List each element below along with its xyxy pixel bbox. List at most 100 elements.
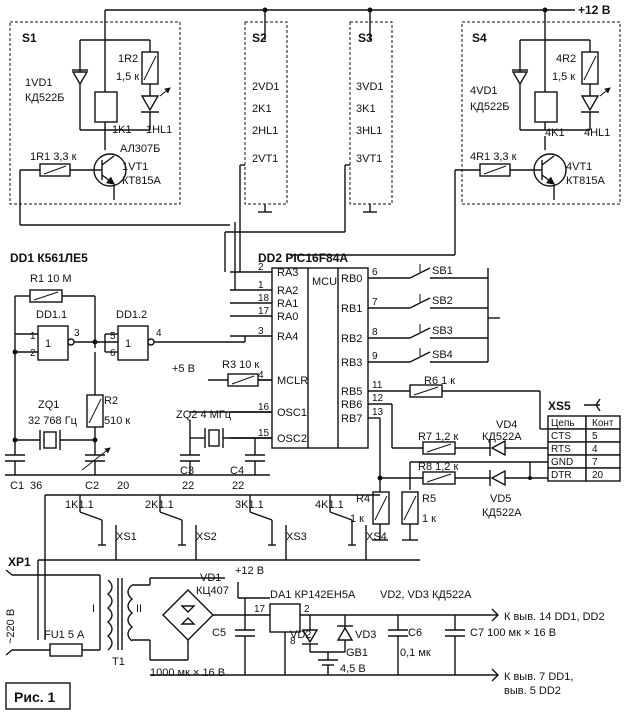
relay-contact [249, 511, 273, 521]
s2-k: 2K1 [252, 103, 272, 115]
dd1-title: DD1 К561ЛЕ5 [10, 251, 88, 265]
mcu-pin-num: 17 [258, 306, 270, 317]
mcu-pin-num: 13 [372, 407, 384, 418]
dd1-oscillator: DD1 К561ЛЕ5 R1 10 М DD1.1 1 1 2 3 DD1.2 … [5, 251, 245, 492]
gb1-name: GB1 [346, 647, 368, 659]
zq1-name: ZQ1 [38, 399, 59, 411]
figure-caption-box: Рис. 1 [5, 682, 71, 710]
r2-name: R2 [104, 395, 118, 407]
mcu-pin-num: 8 [372, 327, 378, 338]
xs5-contact: 20 [592, 470, 604, 481]
s4-vd-label: 4VD1 [470, 85, 498, 97]
psu-out-vcc: К выв. 14 DD1, DD2 [504, 611, 605, 623]
psu-out-gnd-2: выв. 5 DD2 [504, 685, 561, 697]
vd4-type: КД522А [482, 431, 522, 443]
s1-r2-label: 1R2 [118, 53, 138, 65]
da1-label: DA1 КР142ЕН5А [270, 589, 356, 601]
s4-r2-label: 4R2 [556, 53, 576, 65]
mcu-pin-osc2: OSC2 [277, 433, 307, 445]
mcu-dd2: DD2 PIC16F84A MCU RA32RA21RA118RA017RA43… [20, 222, 384, 449]
button-sb3: SB3 [432, 325, 453, 337]
mcu-pin-num: 4 [258, 370, 264, 381]
mcu-pin-num: 18 [258, 293, 270, 304]
s4-relay-label: 4K1 [545, 127, 565, 139]
xs5-signal: RTS [551, 444, 571, 455]
mcu-pin-ra4: RA4 [277, 331, 298, 343]
mcu-pin-rb0: RB0 [341, 273, 362, 285]
mcu-title: DD2 PIC16F84A [258, 251, 348, 265]
dd1-pin3: 3 [74, 328, 80, 339]
xs5-name: XS5 [548, 399, 571, 413]
r3-label: R3 10 к [222, 359, 259, 371]
c1-name: C1 [10, 480, 24, 492]
mcu-pin-num: 12 [372, 393, 384, 404]
xs5-contact: 5 [592, 431, 598, 442]
mains-voltage: ~220 В [5, 609, 17, 644]
s4-vd-type: КД522Б [470, 101, 509, 113]
socket-xs1: XS1 [116, 531, 137, 543]
socket-xs2: XS2 [196, 531, 217, 543]
socket-xs4: XS4 [366, 531, 387, 543]
s4-vt-label: 4VT1 [566, 161, 592, 173]
dd1-pin2: 2 [30, 348, 36, 359]
mcu-pin-num: 15 [258, 428, 270, 439]
t1-winding-1: I [92, 603, 95, 615]
zq1-value: 32 768 Гц [28, 415, 78, 427]
psu-out-gnd-1: К выв. 7 DD1, [504, 671, 573, 683]
vd2-label: VD2 [290, 629, 311, 641]
vd1-type: КЦ407 [196, 585, 229, 597]
dd1-1-symbol: 1 [45, 338, 51, 350]
t1-label: T1 [112, 656, 125, 668]
button-sb1: SB1 [432, 265, 453, 277]
power-supply: VD1 КЦ407 +12 В DA1 КР142ЕН5А 17 2 8 C5 … [149, 565, 605, 697]
xs5-signal: DTR [551, 470, 572, 481]
gb1-value: 4,5 В [340, 663, 366, 675]
mcu-pin-rb6: RB6 [341, 399, 362, 411]
vd1-label: VD1 [200, 572, 221, 584]
zq2-label: ZQ2 4 МГц [176, 409, 232, 421]
mcu-pin-num: 3 [258, 326, 264, 337]
mcu-pin-osc1: OSC1 [277, 407, 307, 419]
da1-pin17: 17 [254, 604, 266, 615]
mcu-pin-num: 2 [258, 262, 264, 273]
s4-led-label: 4HL1 [584, 127, 610, 139]
xs5-signal: GND [551, 457, 573, 468]
s4-vt-type: КТ815А [566, 175, 605, 187]
mcu-pin-rb3: RB3 [341, 357, 362, 369]
module-s3: S3 3VD1 3K1 3HL1 3VT1 [344, 21, 393, 232]
xs5-contact: 7 [592, 457, 598, 468]
figure-caption: Рис. 1 [14, 689, 56, 705]
vd23-label: VD2, VD3 КД522А [380, 589, 472, 601]
c3-name: C3 [180, 465, 194, 477]
c7-label: C7 100 мк × 16 В [470, 627, 556, 639]
c6-value: 0,1 мк [400, 647, 431, 659]
serial-interface: R6 1 к R7 1,2 к VD4 КД522А R8 1,2 к VD5 … [350, 375, 621, 541]
s1-vt-label: 1VT1 [122, 161, 148, 173]
module-s2: S2 2VD1 2K1 2HL1 2VT1 [239, 21, 288, 272]
c2-name: C2 [85, 480, 99, 492]
relay-contact [329, 511, 353, 521]
s3-hl: 3HL1 [356, 125, 382, 137]
button-contact [409, 327, 431, 339]
r7-label: R7 1,2 к [418, 431, 458, 443]
psu-plus12: +12 В [235, 565, 264, 577]
mcu-pin-ra0: RA0 [277, 311, 298, 323]
vd5-name: VD5 [490, 493, 511, 505]
vd4-name: VD4 [496, 419, 517, 431]
relay-contact [159, 511, 183, 521]
dd1-pin6: 6 [110, 348, 116, 359]
plus5-label: +5 В [172, 363, 195, 375]
button-sb4: SB4 [432, 349, 453, 361]
button-contact [409, 297, 431, 309]
mcu-pin-num: 11 [372, 380, 383, 391]
c1-value: 36 [30, 480, 42, 492]
dd1-pin1: 1 [30, 331, 36, 342]
s3-vt: 3VT1 [356, 153, 382, 165]
s1-vd-type: КД522Б [25, 92, 64, 104]
s1-r2-value: 1,5 к [116, 71, 139, 83]
c4-name: C4 [230, 465, 244, 477]
